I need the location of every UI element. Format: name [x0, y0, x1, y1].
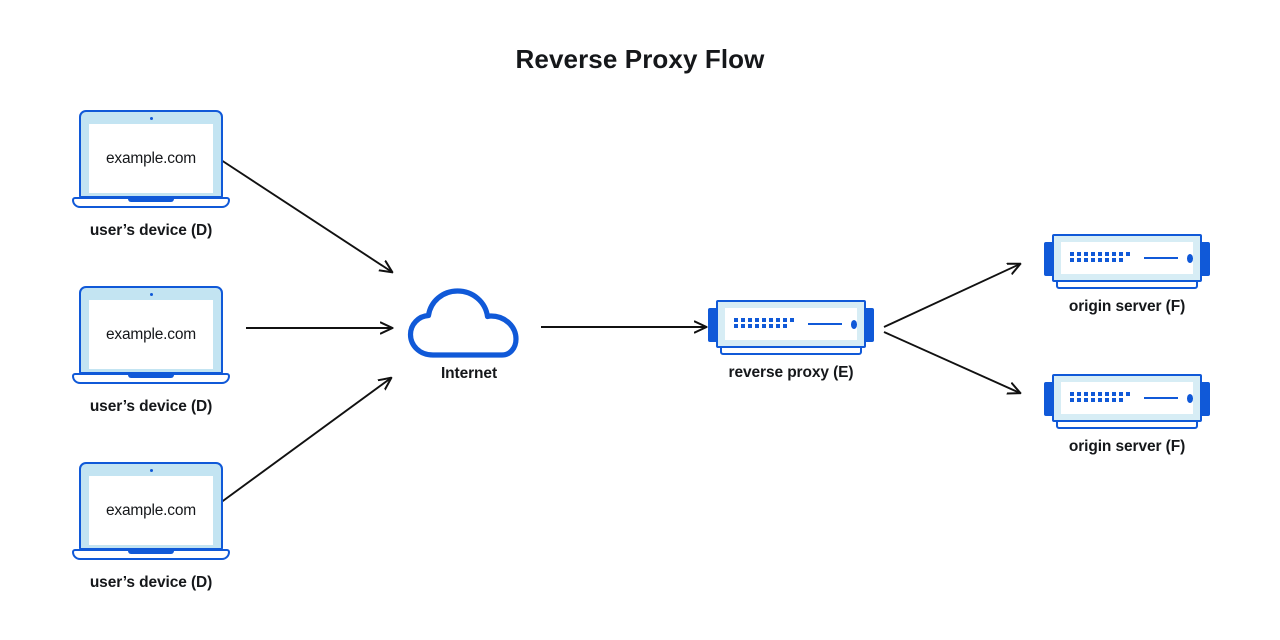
node-user-device-3[interactable]: example.com user’s device (D): [72, 462, 230, 591]
server-icon: [708, 298, 874, 360]
node-label-user-device-3: user’s device (D): [89, 574, 213, 591]
node-label-internet: Internet: [440, 365, 498, 382]
laptop-notch: [128, 374, 174, 378]
camera-dot-icon: [149, 469, 153, 472]
arrow-device1-to-internet: [217, 157, 392, 272]
camera-dot-icon: [149, 293, 153, 296]
laptop-icon: example.com: [72, 462, 230, 570]
laptop-lid: example.com: [79, 286, 223, 374]
laptop-lid: example.com: [79, 462, 223, 550]
node-label-user-device-2: user’s device (D): [89, 398, 213, 415]
page-title: Reverse Proxy Flow: [515, 44, 765, 74]
node-reverse-proxy[interactable]: reverse proxy (E): [708, 298, 874, 381]
server-status-line: [1144, 397, 1178, 399]
laptop-url-text: example.com: [106, 325, 196, 343]
server-body: [1052, 234, 1202, 282]
node-origin-server-1[interactable]: origin server (F): [1044, 232, 1210, 315]
laptop-screen: example.com: [89, 124, 213, 193]
server-vent-dots-icon: [1070, 252, 1133, 264]
server-vent-dots-icon: [734, 318, 797, 330]
node-label-origin-server-2: origin server (F): [1068, 438, 1186, 455]
node-label-user-device-1: user’s device (D): [89, 222, 213, 239]
server-led-icon: [1186, 253, 1193, 263]
server-panel: [1061, 242, 1193, 274]
laptop-screen: example.com: [89, 300, 213, 369]
server-tab-right: [863, 308, 874, 342]
node-user-device-1[interactable]: example.com user’s device (D): [72, 110, 230, 239]
server-status-line: [808, 323, 842, 325]
node-user-device-2[interactable]: example.com user’s device (D): [72, 286, 230, 415]
server-tab-left: [1044, 382, 1055, 416]
server-panel: [725, 308, 857, 340]
server-tab-right: [1199, 242, 1210, 276]
laptop-url-text: example.com: [106, 149, 196, 167]
server-status-line: [1144, 257, 1178, 259]
laptop-notch: [128, 198, 174, 202]
node-label-origin-server-1: origin server (F): [1068, 298, 1186, 315]
camera-dot-icon: [149, 117, 153, 120]
server-tab-left: [708, 308, 719, 342]
laptop-notch: [128, 550, 174, 554]
server-tab-right: [1199, 382, 1210, 416]
laptop-icon: example.com: [72, 286, 230, 394]
server-body: [1052, 374, 1202, 422]
server-body: [716, 300, 866, 348]
node-internet[interactable]: Internet: [406, 285, 532, 382]
server-icon: [1044, 232, 1210, 294]
server-vent-dots-icon: [1070, 392, 1133, 404]
laptop-url-text: example.com: [106, 501, 196, 519]
node-origin-server-2[interactable]: origin server (F): [1044, 372, 1210, 455]
server-panel: [1061, 382, 1193, 414]
cloud-icon: [407, 288, 519, 358]
arrow-proxy-to-origin2: [883, 331, 1020, 393]
node-label-reverse-proxy: reverse proxy (E): [728, 364, 854, 381]
laptop-lid: example.com: [79, 110, 223, 198]
arrow-proxy-to-origin1: [883, 264, 1020, 328]
laptop-screen: example.com: [89, 476, 213, 545]
server-tab-left: [1044, 242, 1055, 276]
laptop-icon: example.com: [72, 110, 230, 218]
server-led-icon: [1186, 393, 1193, 403]
server-icon: [1044, 372, 1210, 434]
server-led-icon: [850, 319, 857, 329]
